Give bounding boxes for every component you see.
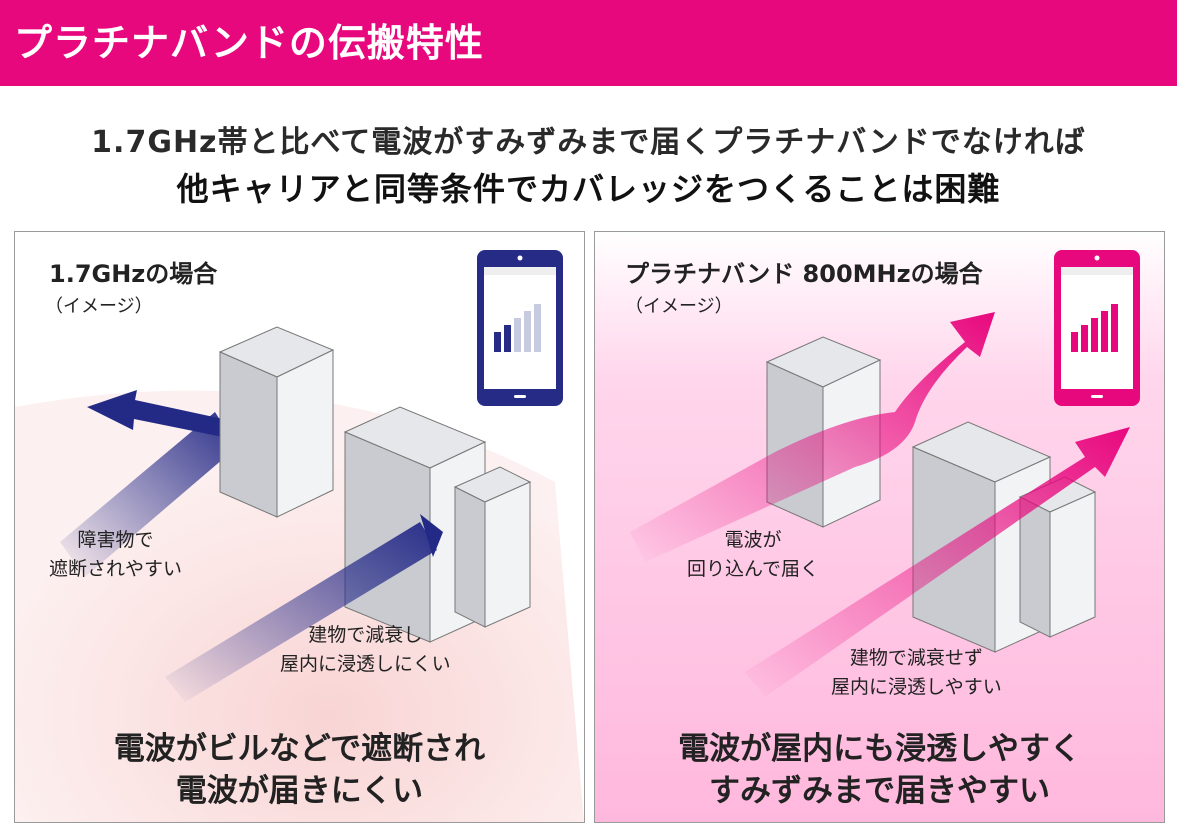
signal-through-arrow (745, 427, 1130, 697)
signal-beam-2 (165, 522, 437, 702)
page-title: プラチナバンドの伝搬特性 (14, 21, 484, 65)
conclusion: 電波がビルなどで遮断され 電波が届きにくい (113, 731, 486, 809)
label-wrap: 電波が 回り込んで届く (687, 529, 820, 580)
signal-beam (60, 412, 237, 577)
reflect-arrow (87, 390, 237, 439)
building-2 (343, 406, 532, 643)
building-1 (218, 326, 335, 518)
panel-subtitle: （イメージ） (45, 296, 153, 317)
panel-illustration (15, 326, 584, 822)
label-indoor: 建物で減衰せず 屋内に浸透しやすい (831, 647, 1002, 698)
conclusion: 電波が屋内にも浸透しやすく すみずみまで届きやすい (678, 731, 1081, 809)
signal-bars (1071, 304, 1118, 352)
signal-bars (494, 304, 541, 352)
label-indoor: 建物で減衰し 屋内に浸透しにくい (280, 624, 451, 675)
phone-icon (477, 250, 563, 406)
panel-title: プラチナバンド 800MHzの場合 (625, 260, 983, 288)
headline-line2: 他キャリアと同等条件でカバレッジをつくることは困難 (176, 170, 1001, 208)
phone-icon (1054, 250, 1140, 406)
panel-800mhz: プラチナバンド 800MHzの場合 （イメージ） 電波が 回り込んで届く 建物で… (594, 231, 1165, 823)
label-blocked: 障害物で 遮断されやすい (49, 529, 183, 580)
panel-title: 1.7GHzの場合 (49, 260, 218, 288)
panel-subtitle: （イメージ） (625, 296, 733, 317)
headline-line1: 1.7GHz帯と比べて電波がすみずみまで届くプラチナバンドでなければ (91, 125, 1086, 160)
title-bar: プラチナバンドの伝搬特性 (0, 0, 1177, 86)
signal-wrap-arrow (630, 312, 995, 562)
panel-1-7ghz: 1.7GHzの場合 （イメージ） 障害物で 遮断されやすい 建物で減衰し 屋内に… (14, 231, 585, 823)
panel-illustration (595, 232, 1164, 822)
